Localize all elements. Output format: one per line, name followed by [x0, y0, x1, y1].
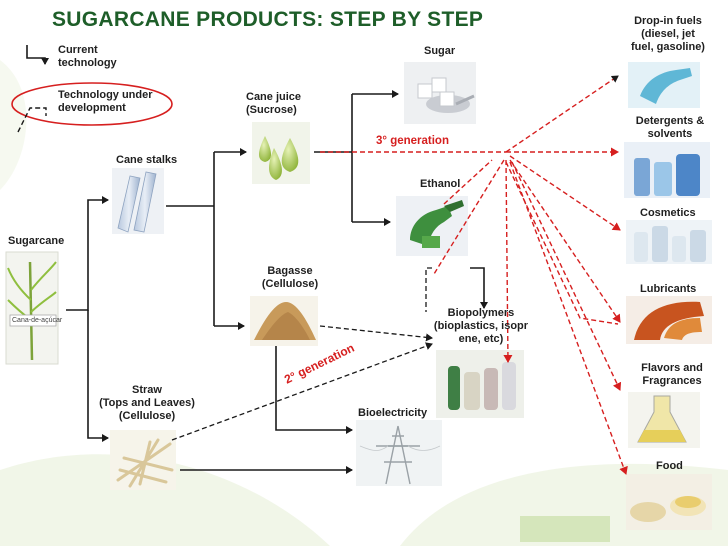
sugarcane-tag: Cana-de-açúcar: [12, 317, 63, 324]
cane-juice-image: [252, 122, 310, 184]
diagram-title: SUGARCANE PRODUCTS: STEP BY STEP: [52, 8, 484, 31]
legend-development-arrow: [17, 107, 47, 133]
sugar-label: Sugar: [424, 45, 456, 57]
corner-leaf-decoration: [520, 516, 610, 542]
cosmetics-image: [626, 220, 712, 264]
third-generation-label: 3° generation: [376, 135, 449, 147]
cane-stalks-label: Cane stalks: [116, 154, 178, 166]
biopolymers-image: [436, 350, 524, 418]
output-detergents-label: Detergents &solvents: [635, 115, 705, 140]
cane-juice-label: Cane juice(Sucrose): [246, 91, 302, 116]
dropin-fuels-image: [628, 62, 700, 108]
sugarcane-label: Sugarcane: [8, 235, 65, 247]
straw-image: [110, 430, 176, 490]
output-lubricants-label: Lubricants: [640, 283, 697, 295]
detergents-image: [624, 142, 710, 198]
output-food-label: Food: [656, 460, 683, 472]
ethanol-image: [396, 196, 468, 256]
bagasse-label: Bagasse(Cellulose): [261, 265, 319, 290]
straw-label: Straw(Tops and Leaves)(Cellulose): [99, 384, 195, 422]
sugarcane-image: [5, 251, 59, 365]
development-arrows-red: [320, 75, 628, 475]
legend-current-arrow: [26, 45, 49, 65]
legend-development-circle: [11, 82, 173, 126]
cane-stalks-image: [112, 168, 164, 234]
bioelectricity-label: Bioelectricity: [358, 407, 428, 419]
sugar-image: [404, 62, 476, 124]
bagasse-image: [250, 296, 318, 346]
lubricants-image: [626, 296, 712, 344]
output-cosmetics-label: Cosmetics: [640, 207, 696, 219]
bioelectricity-image: [356, 420, 442, 486]
current-technology-arrows: [66, 90, 488, 474]
flavors-image: [628, 392, 700, 448]
food-image: [626, 474, 712, 530]
development-arrows-black: [171, 267, 433, 441]
ethanol-label: Ethanol: [420, 178, 461, 190]
